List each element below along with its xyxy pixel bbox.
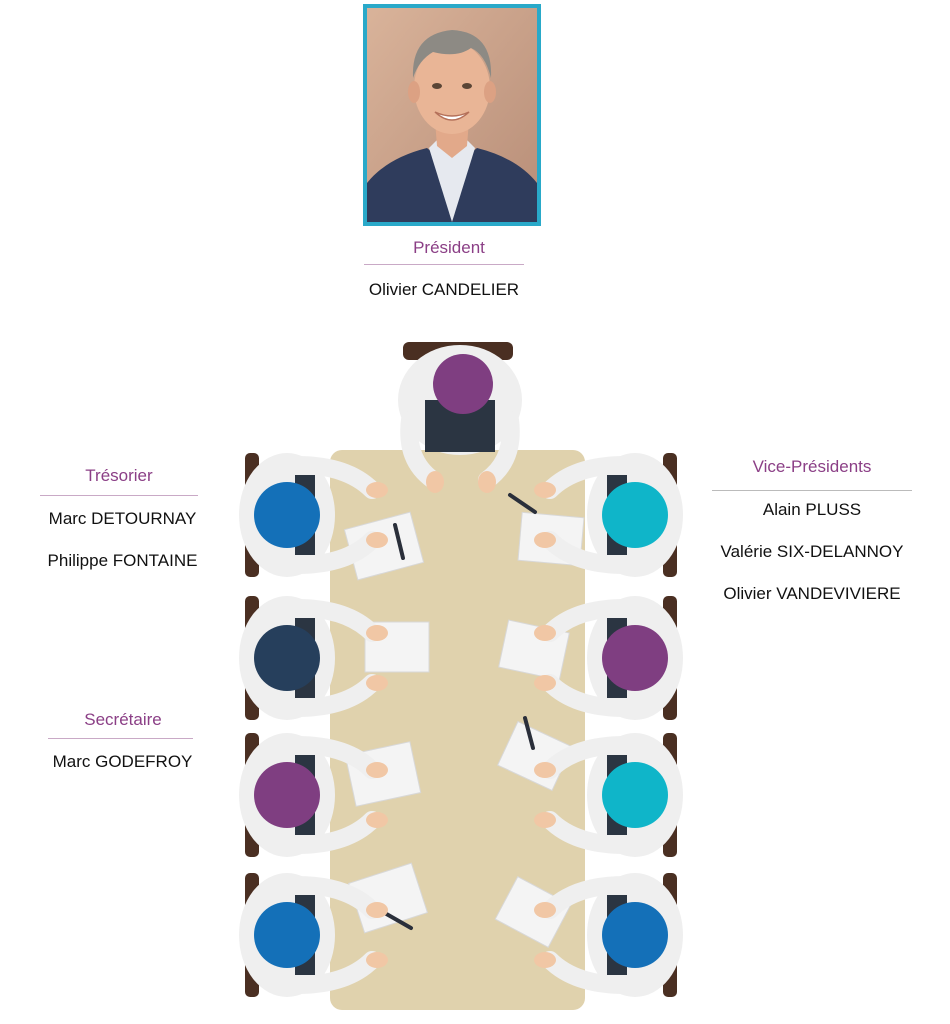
hand bbox=[534, 625, 556, 641]
arm bbox=[541, 811, 634, 854]
treasurer-title: Trésorier bbox=[85, 466, 153, 485]
hand bbox=[366, 675, 388, 691]
hand bbox=[534, 762, 556, 778]
hand bbox=[534, 482, 556, 498]
arm bbox=[288, 456, 381, 499]
arm bbox=[541, 599, 634, 642]
seated-person bbox=[534, 596, 683, 720]
secretary-title: Secrétaire bbox=[84, 710, 162, 729]
hand bbox=[534, 675, 556, 691]
pen bbox=[508, 493, 537, 514]
seated-person bbox=[534, 873, 683, 997]
hand bbox=[534, 812, 556, 828]
treasurer-member: Philippe FONTAINE bbox=[47, 551, 198, 570]
hand bbox=[478, 471, 496, 493]
seated-person bbox=[239, 873, 388, 997]
person-head bbox=[254, 902, 320, 968]
seated-person bbox=[534, 453, 683, 577]
hand bbox=[534, 532, 556, 548]
person-head bbox=[254, 625, 320, 691]
vice-presidents-divider bbox=[712, 490, 912, 491]
vice-president-member: Alain PLUSS bbox=[762, 500, 862, 519]
arm bbox=[288, 531, 381, 574]
hand bbox=[534, 902, 556, 918]
president-divider bbox=[364, 264, 524, 265]
person-head bbox=[602, 902, 668, 968]
hand bbox=[366, 762, 388, 778]
president-name: Olivier CANDELIER bbox=[368, 280, 520, 299]
pen bbox=[393, 523, 405, 560]
arm bbox=[288, 876, 381, 919]
arm bbox=[541, 674, 634, 717]
hand bbox=[366, 482, 388, 498]
paper-sheet bbox=[494, 876, 572, 948]
hand bbox=[366, 952, 388, 968]
arm bbox=[541, 951, 634, 994]
secretary-member: Marc GODEFROY bbox=[52, 752, 193, 771]
arm bbox=[288, 951, 381, 994]
seated-person bbox=[239, 596, 388, 720]
treasurer-divider bbox=[40, 495, 198, 496]
arm bbox=[288, 674, 381, 717]
person-head bbox=[254, 762, 320, 828]
person-head bbox=[602, 625, 668, 691]
seated-person bbox=[534, 733, 683, 857]
vice-president-member: Valérie SIX-DELANNOY bbox=[720, 542, 904, 561]
person-head bbox=[602, 762, 668, 828]
person-head bbox=[254, 482, 320, 548]
secretary-divider bbox=[48, 738, 193, 739]
hand bbox=[366, 902, 388, 918]
vice-presidents-title: Vice-Présidents bbox=[752, 457, 872, 476]
arm bbox=[288, 599, 381, 642]
meeting-table-illustration bbox=[239, 342, 683, 1010]
hand bbox=[366, 812, 388, 828]
pen bbox=[381, 910, 413, 930]
arm bbox=[288, 736, 381, 779]
arm bbox=[541, 876, 634, 919]
hand bbox=[426, 471, 444, 493]
hand bbox=[366, 625, 388, 641]
treasurer-member: Marc DETOURNAY bbox=[48, 509, 197, 528]
seated-person bbox=[239, 453, 388, 577]
president-title: Président bbox=[413, 238, 485, 257]
person-head bbox=[433, 354, 493, 414]
hand bbox=[366, 532, 388, 548]
pen bbox=[523, 716, 535, 750]
hand bbox=[534, 952, 556, 968]
seated-person bbox=[239, 733, 388, 857]
president-photo bbox=[363, 4, 541, 226]
person-head bbox=[602, 482, 668, 548]
arm bbox=[288, 811, 381, 854]
arm bbox=[541, 531, 634, 574]
seated-person-head-of-table bbox=[398, 342, 522, 493]
vice-president-member: Olivier VANDEVIVIERE bbox=[723, 584, 901, 603]
arm bbox=[541, 456, 634, 499]
arm bbox=[541, 736, 634, 779]
